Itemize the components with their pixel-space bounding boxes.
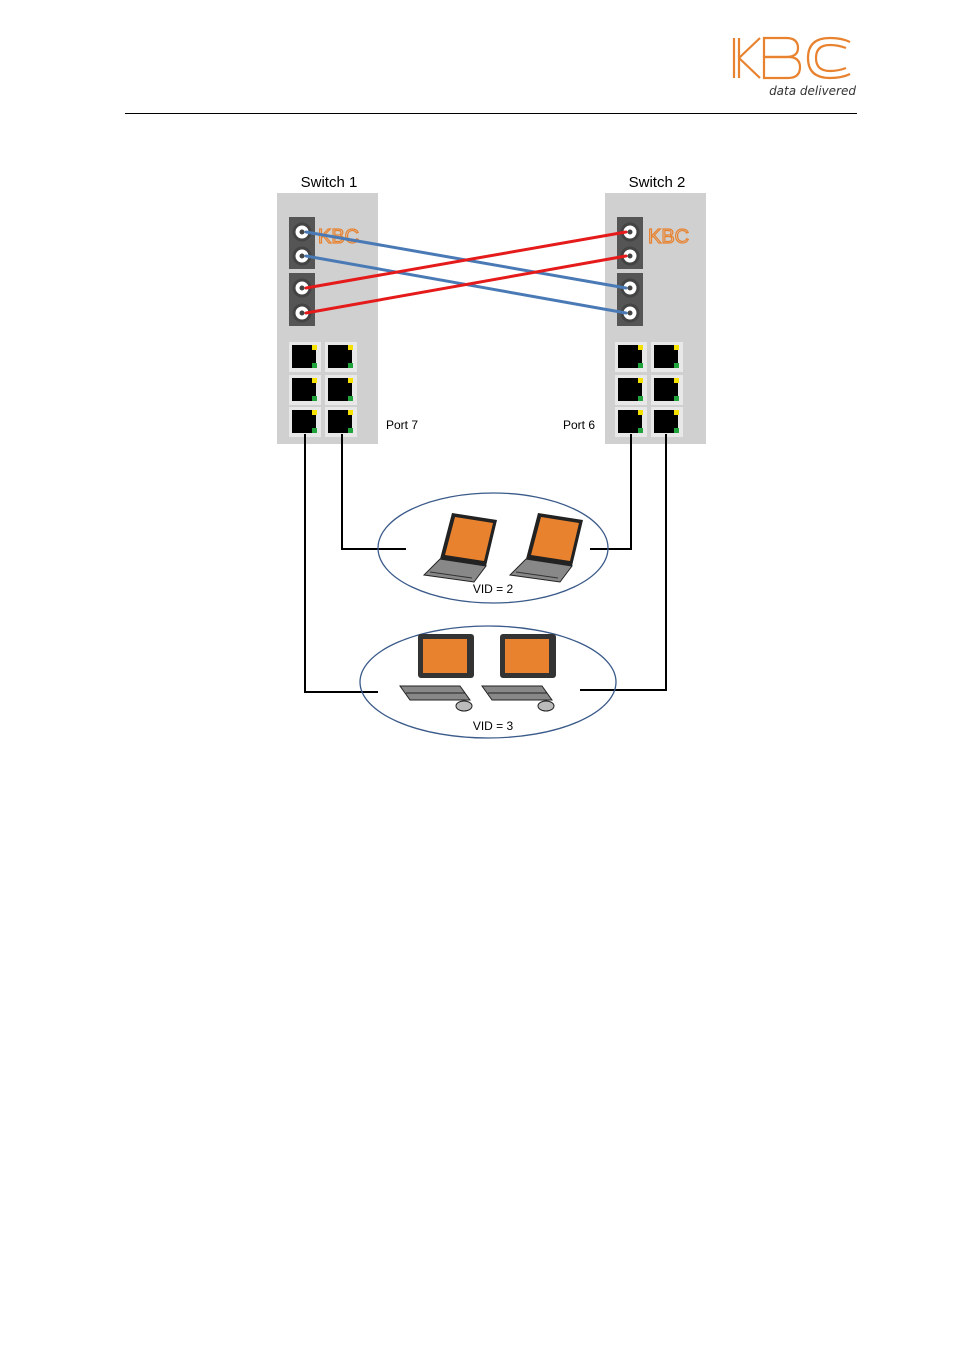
port-7-label: Port 7 bbox=[386, 418, 418, 432]
laptop-icon bbox=[508, 513, 583, 583]
kbc-logo bbox=[732, 36, 851, 80]
fiber-links bbox=[304, 230, 628, 315]
copper-cables bbox=[304, 434, 667, 693]
switch2-label: Switch 2 bbox=[629, 174, 686, 191]
header-divider bbox=[125, 113, 857, 114]
vlan-3-label: VID = 3 bbox=[473, 719, 514, 733]
vlan-3-group bbox=[359, 625, 617, 739]
port-6-label: Port 6 bbox=[563, 418, 595, 432]
switch-1: KBC bbox=[277, 193, 378, 444]
desktop-computer-icon bbox=[481, 634, 556, 712]
switch1-label: Switch 1 bbox=[301, 174, 358, 191]
desktop-computer-icon bbox=[399, 634, 474, 712]
vlan-2-group bbox=[377, 492, 609, 604]
switch-2: KBC bbox=[605, 193, 706, 444]
logo-tagline: data delivered bbox=[769, 84, 856, 98]
switch2-logo: KBC bbox=[648, 226, 689, 248]
laptop-icon bbox=[422, 513, 497, 583]
switch2-rj45-ports bbox=[615, 342, 683, 437]
switch1-rj45-ports bbox=[289, 342, 357, 437]
vlan-2-label: VID = 2 bbox=[473, 582, 514, 596]
